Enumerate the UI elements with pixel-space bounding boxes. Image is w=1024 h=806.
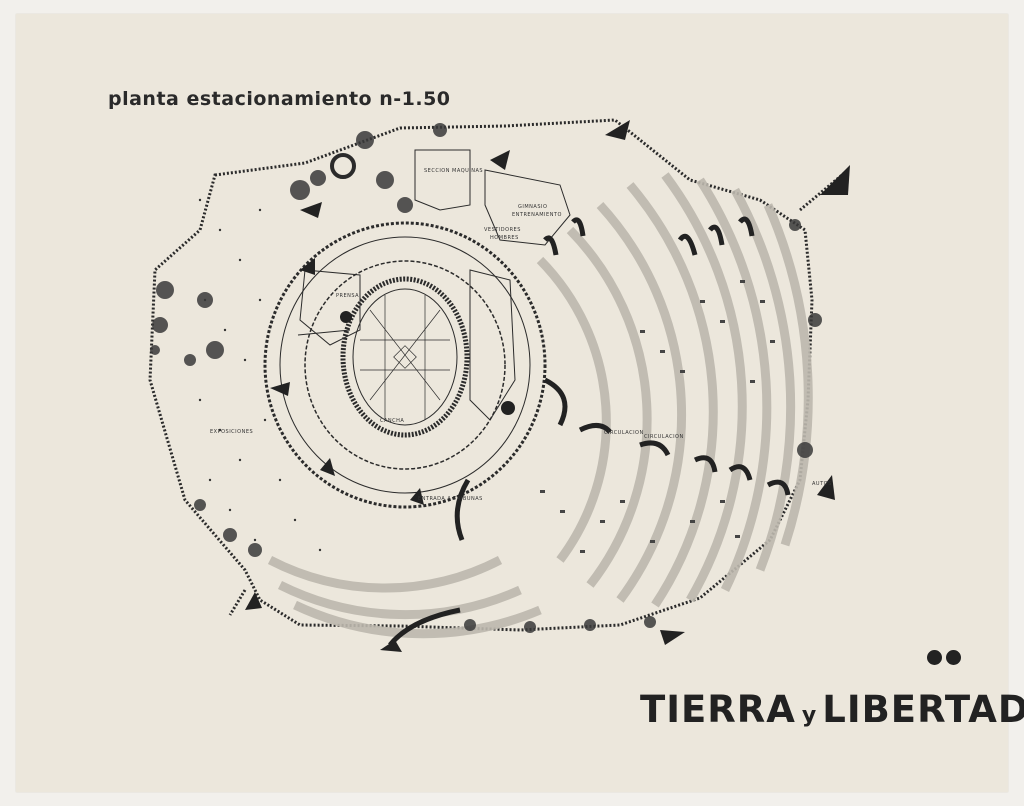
drawing-sheet: planta estacionamiento n-1.50 (16, 14, 1024, 792)
vegetation (150, 123, 822, 633)
umlaut-dot-right (946, 650, 961, 665)
brand-connector: y (801, 703, 817, 728)
label-cancha: CANCHA (380, 418, 405, 424)
outer-ring (263, 221, 547, 509)
parking-dots (198, 198, 322, 552)
label-autos: AUTOS (812, 481, 832, 487)
inner-ring (304, 260, 506, 470)
label-gimnasio: GIMNASIO (518, 204, 548, 210)
label-circulacion-1: CIRCULACION (604, 430, 644, 436)
site-plan-drawing (148, 118, 850, 652)
stadium-oval (340, 276, 470, 438)
label-vestidores: VESTIDORES (484, 227, 521, 233)
brand-word-libertad: LIBERTAD (822, 688, 1024, 731)
access-arrows (245, 120, 850, 652)
label-entrenamiento: ENTRENAMIENTO (512, 212, 562, 218)
label-prensa: PRENSA (336, 293, 360, 299)
label-hombres: HOMBRES (490, 235, 519, 241)
plan-title: planta estacionamiento n-1.50 (108, 88, 451, 110)
label-circulacion-2: CIRCULACION (644, 434, 684, 440)
label-exposiciones: EXPOSICIONES (210, 429, 254, 435)
brand-word-tierra: TIERRA (640, 688, 796, 731)
label-seccion-maquinas: SECCION MAQUINAS (424, 168, 484, 174)
label-entrada-tribunas: ENTRADA A TRIBUNAS (418, 496, 483, 502)
umlaut-dot-left (927, 650, 942, 665)
car-markers (540, 280, 775, 553)
parking-rows (267, 172, 813, 639)
curved-arrows (388, 216, 791, 647)
